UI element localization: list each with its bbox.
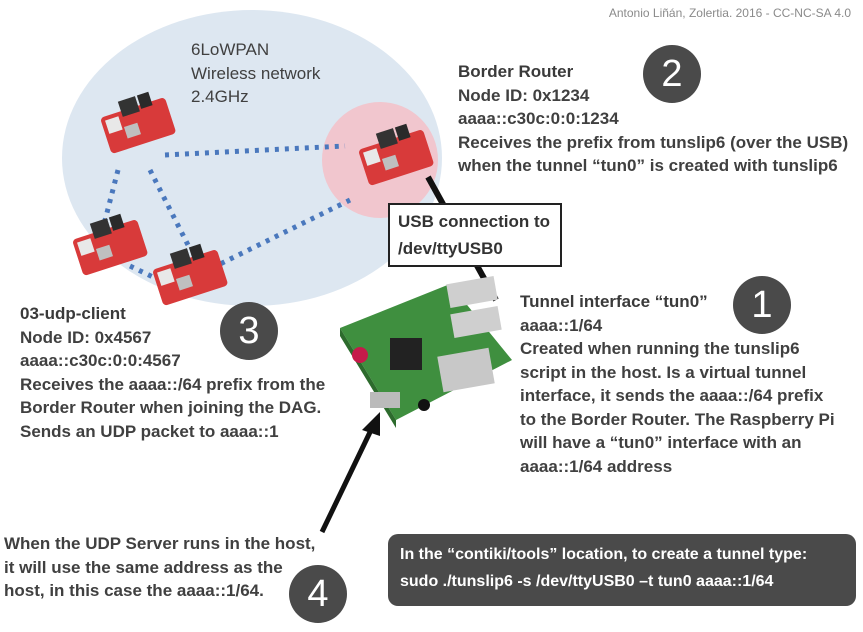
sensor-node-1: [101, 91, 176, 154]
network-label-line1: 6LoWPAN: [191, 40, 270, 59]
border-router-desc-line2: when the tunnel “tun0” is created with t…: [458, 156, 838, 175]
border-router-title: Border Router: [458, 62, 574, 81]
tunnel-address: aaaa::1/64: [520, 315, 603, 335]
step-3-badge: 3: [220, 302, 278, 360]
border-router-node-id: Node ID: 0x1234: [458, 85, 590, 105]
step-1-badge: 1: [733, 276, 791, 334]
sensor-node-3: [153, 243, 228, 306]
client-desc-line: Receives the aaaa::/64 prefix from the: [20, 374, 326, 394]
wireless-network-area: [62, 10, 442, 306]
tunnel-desc-line: aaaa::1/64 address: [520, 456, 673, 476]
link-node1-node3: [147, 168, 191, 247]
client-info: 03-udp-client Node ID: 0x4567 aaaa::c30c…: [20, 302, 325, 443]
tunnel-title: Tunnel interface “tun0”: [520, 292, 708, 311]
raspberry-pi-board: [340, 276, 512, 428]
client-address: aaaa::c30c:0:0:4567: [20, 351, 181, 370]
network-label-line3: 2.4GHz: [191, 87, 249, 106]
client-node-id: Node ID: 0x4567: [20, 327, 152, 347]
border-router-node: [359, 123, 434, 186]
tunnel-desc-line: script in the host. Is a virtual tunnel: [520, 362, 807, 382]
client-desc-line: Border Router when joining the DAG.: [20, 398, 322, 417]
network-label-line2: Wireless network: [191, 63, 321, 83]
usb-line2: /dev/ttyUSB0: [398, 239, 503, 258]
usb-connection-box: USB connection to /dev/ttyUSB0: [388, 203, 562, 267]
client-title: 03-udp-client: [20, 304, 126, 323]
command-text: sudo ./tunslip6 -s /dev/ttyUSB0 –t tun0 …: [400, 573, 774, 590]
server-desc-line: it will use the same address as the: [4, 557, 283, 577]
border-router-address: aaaa::c30c:0:0:1234: [458, 109, 619, 128]
server-info: When the UDP Server runs in the host, it…: [4, 532, 315, 603]
step-4-badge: 4: [289, 565, 347, 623]
server-arrow: [319, 412, 380, 534]
step-2-badge: 2: [643, 45, 701, 103]
tunnel-desc-line: to the Border Router. The Raspberry Pi: [520, 409, 835, 429]
sensor-node-2: [73, 213, 148, 276]
client-desc-line: Sends an UDP packet to aaaa::1: [20, 421, 279, 441]
raspberry-logo: [352, 347, 368, 363]
usb-line1: USB connection to: [398, 212, 551, 231]
server-desc-line: When the UDP Server runs in the host,: [4, 534, 316, 553]
tunnel-desc-line: Created when running the tunslip6: [520, 339, 800, 358]
border-router-info: Border Router Node ID: 0x1234 aaaa::c30c…: [458, 60, 848, 178]
command-box: In the “contiki/tools” location, to crea…: [388, 534, 856, 606]
server-desc-line: host, in this case the aaaa::1/64.: [4, 581, 264, 600]
tunnel-info: Tunnel interface “tun0” aaaa::1/64 Creat…: [520, 290, 835, 478]
tunnel-desc-line: interface, it sends the aaaa::/64 prefix: [520, 386, 824, 405]
link-node1-router: [164, 143, 346, 158]
network-label: 6LoWPAN Wireless network 2.4GHz: [191, 38, 320, 109]
command-intro: In the “contiki/tools” location, to crea…: [400, 546, 808, 563]
border-router-desc-line1: Receives the prefix from tunslip6 (over …: [458, 132, 849, 152]
credit-text: Antonio Liñán, Zolertia. 2016 - CC-NC-SA…: [608, 6, 851, 20]
link-node2-node3: [128, 263, 157, 281]
tunnel-desc-line: will have a “tun0” interface with an: [520, 433, 802, 452]
